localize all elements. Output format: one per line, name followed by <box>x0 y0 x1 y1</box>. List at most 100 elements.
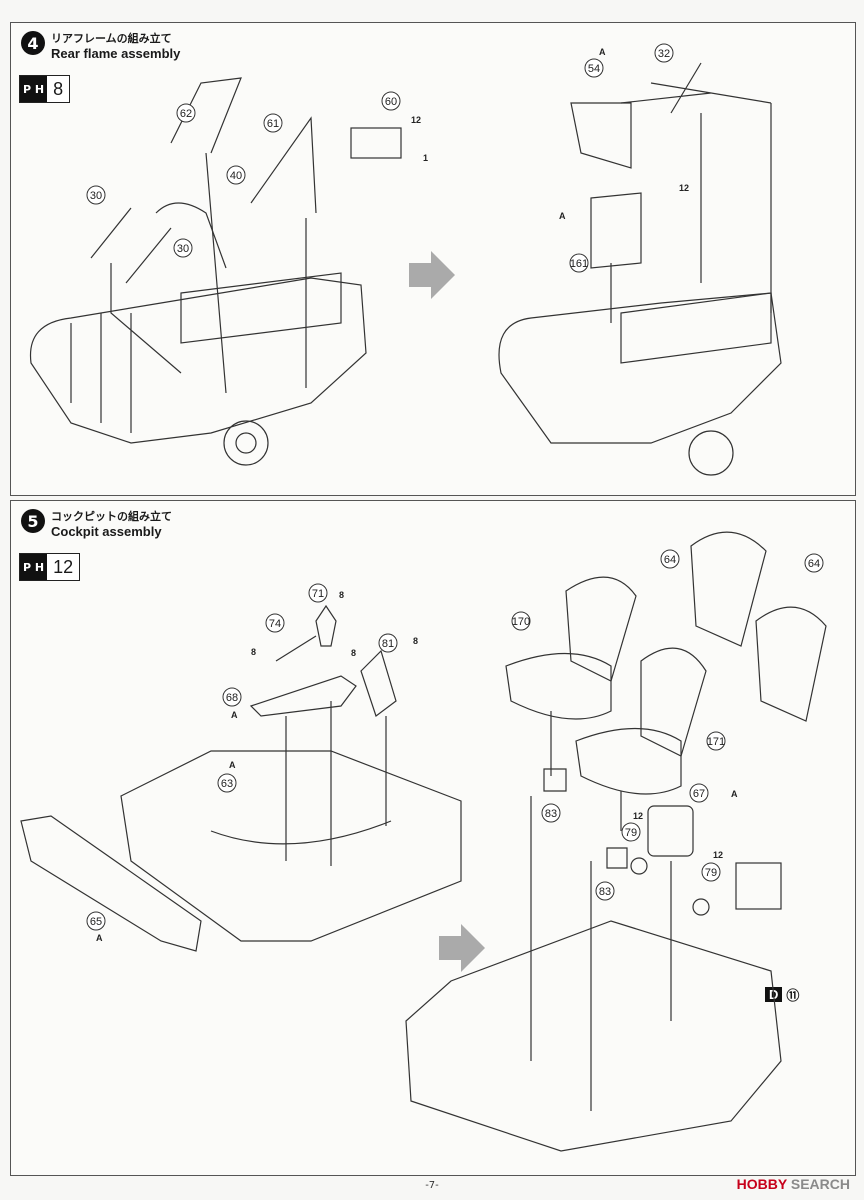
part-79-ring-a <box>630 857 648 875</box>
part-170-seat-base <box>505 653 612 720</box>
callout-32: 32 <box>658 48 670 60</box>
step-5-paint-code: P H 12 <box>19 553 81 581</box>
callout-54: 54 <box>588 63 600 75</box>
part-170-seat-back <box>565 576 637 682</box>
paint-ref-8c: 8 <box>413 636 418 646</box>
part-171-seat-back <box>640 647 707 757</box>
part-64-cover-b <box>755 606 827 722</box>
callout-68: 68 <box>226 692 238 704</box>
step-4-title-jp: リアフレームの組み立て <box>51 32 172 45</box>
step-4-process-arrow <box>409 251 455 299</box>
tub-seat-recess <box>210 820 392 845</box>
callout-64a: 64 <box>664 554 676 566</box>
paint-code-value: 8 <box>53 78 64 99</box>
paint-ref-a4: A <box>731 789 738 799</box>
step-5-callouts: 71 74 81 68 63 65 64 64 170 171 67 79 79… <box>86 549 824 931</box>
callout-61: 61 <box>267 118 279 130</box>
callout-62: 62 <box>180 108 192 120</box>
page-number: -7- <box>425 1180 439 1191</box>
part-32-brace <box>620 62 772 114</box>
part-71-shifter <box>315 604 337 647</box>
part-54-airbox <box>570 102 632 169</box>
callout-79b: 79 <box>705 867 717 879</box>
callout-81: 81 <box>382 638 394 650</box>
decal-number: ⑪ <box>786 988 800 1003</box>
paint-ref-8d: 8 <box>351 648 356 658</box>
step-4-header: 4 リアフレームの組み立て Rear flame assembly <box>21 31 180 61</box>
step-4-paint-code: P H 8 <box>19 75 71 103</box>
paint-ref-1: 1 <box>423 153 428 163</box>
paint-ref-a1: A <box>231 710 238 720</box>
paint-ref-12b: 12 <box>713 850 723 860</box>
engine-block <box>180 272 342 344</box>
callout-40: 40 <box>230 170 242 182</box>
cockpit-tub-assembled <box>405 920 782 1152</box>
detail-inset <box>735 862 782 910</box>
callout-30b: 30 <box>177 243 189 255</box>
step-5-right-arrows <box>530 711 672 1111</box>
callout-63: 63 <box>221 778 233 790</box>
paint-code-value-5: 12 <box>53 556 74 577</box>
engine-assembled <box>620 292 772 364</box>
part-61-bar <box>250 116 317 214</box>
step-5-title-jp: コックピットの組み立て <box>51 510 172 523</box>
callout-74: 74 <box>269 618 281 630</box>
paint-ref-12: 12 <box>411 115 421 125</box>
watermark-prefix: HOBBY <box>736 1176 787 1192</box>
part-67-box <box>647 805 694 857</box>
part-83-clip-a <box>543 768 567 792</box>
part-40-hoop <box>155 202 227 269</box>
callout-170: 170 <box>512 616 530 628</box>
rear-chassis-outline <box>29 277 367 444</box>
step-5-paint-refs: 8 8 8 8 A A A A 12 12 <box>96 590 738 943</box>
part-83-clip-b <box>606 847 628 869</box>
part-68-console <box>249 675 357 717</box>
step-4-number: 4 <box>21 31 45 55</box>
step-4-panel: 4 リアフレームの組み立て Rear flame assembly P H 8 <box>10 22 856 496</box>
paint-ref-a2: A <box>229 760 236 770</box>
rear-wheel-hub <box>235 432 257 454</box>
callout-171: 171 <box>707 736 725 748</box>
callout-83a: 83 <box>545 808 557 820</box>
step-5-left-arrows <box>285 701 387 866</box>
callout-67: 67 <box>693 788 705 800</box>
step-4-callouts: 62 60 61 40 30 30 32 54 161 <box>86 43 674 273</box>
assembly-arrows-right <box>610 103 772 323</box>
part-30-bars <box>90 207 172 284</box>
part-81-pedals <box>360 649 397 717</box>
step-4-title-en: Rear flame assembly <box>51 46 181 61</box>
callout-65: 65 <box>90 916 102 928</box>
paint-ref-a2: A <box>559 211 566 221</box>
part-60-block <box>350 127 402 159</box>
watermark-suffix: SEARCH <box>790 1176 850 1192</box>
paint-ref-8b: 8 <box>251 647 256 657</box>
callout-71: 71 <box>312 588 324 600</box>
callout-64b: 64 <box>808 558 820 570</box>
step-5-number: 5 <box>21 509 45 533</box>
paint-ph-label-5: P H <box>20 554 48 580</box>
step-5-process-arrow <box>439 924 485 972</box>
step-4-paint-refs: 12 1 A 12 A <box>411 47 689 221</box>
rear-wheel-disc <box>223 420 269 466</box>
part-79-ring-b <box>692 898 710 916</box>
exhaust-pipes <box>70 313 132 433</box>
paint-ref-8a: 8 <box>339 590 344 600</box>
paint-ref-12a: 12 <box>633 811 643 821</box>
part-65-panel <box>20 815 202 952</box>
part-74-lever <box>275 635 317 662</box>
part-171-seat-base <box>575 728 682 795</box>
callout-79a: 79 <box>625 827 637 839</box>
step-4-diagram: 62 60 61 40 30 30 32 54 161 12 1 A 12 A <box>29 43 782 476</box>
step-5-diagram: 71 74 81 68 63 65 64 64 170 171 67 79 79… <box>20 531 827 1152</box>
paint-ph-label: P H <box>20 76 48 102</box>
rear-wheel-assembled <box>688 430 734 476</box>
step-5-title-en: Cockpit assembly <box>51 524 162 539</box>
assembly-arrows <box>110 152 307 394</box>
watermark: HOBBY SEARCH <box>737 1176 850 1192</box>
paint-ref-12b: 12 <box>679 183 689 193</box>
part-63-tub <box>120 750 462 942</box>
paint-ref-a3: A <box>96 933 103 943</box>
step-5-header: 5 コックピットの組み立て Cockpit assembly <box>21 509 172 539</box>
part-64-cover-a <box>690 531 767 647</box>
callout-83b: 83 <box>599 886 611 898</box>
